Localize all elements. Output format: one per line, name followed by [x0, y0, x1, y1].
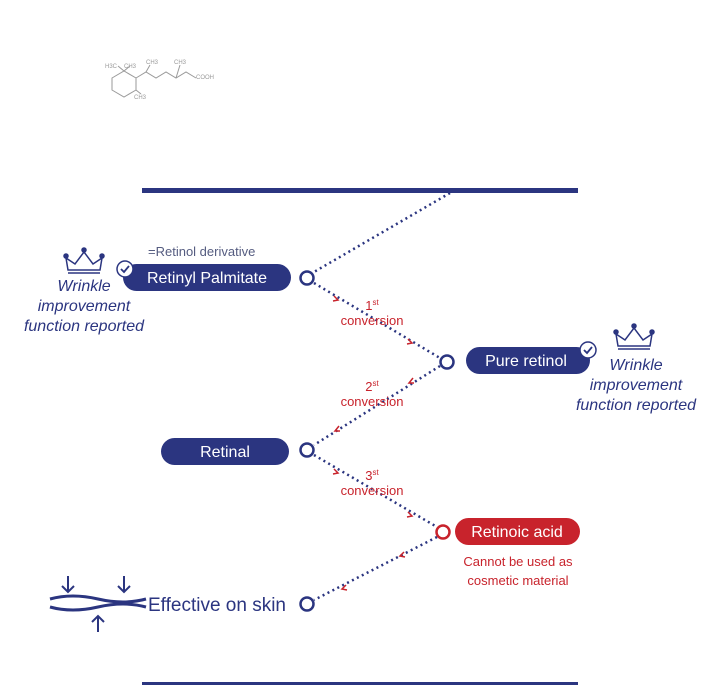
check-icon — [579, 341, 597, 359]
conversion-arrows — [332, 295, 414, 591]
dotted-connectors — [313, 191, 451, 602]
retinal-pill — [161, 438, 289, 465]
node-dot — [299, 442, 315, 458]
molecule-label: COOH — [196, 75, 214, 81]
arrow-down-icon — [117, 576, 131, 594]
retinyl-palmitate-pill — [123, 264, 291, 291]
retinoic-acid-note-line2: cosmetic material — [467, 573, 568, 588]
conversion-3-word: conversion — [341, 483, 404, 498]
molecule-label: CH3 — [124, 64, 137, 70]
left-badge-line1: Wrinkle — [57, 278, 110, 295]
conversion-3-suffix: st — [373, 468, 380, 477]
crown-icon — [613, 323, 655, 350]
conversion-1-suffix: st — [373, 298, 380, 307]
right-badge-line3: function reported — [576, 397, 697, 414]
pure-retinol-label: Pure retinol — [485, 353, 567, 370]
top-rule — [142, 188, 578, 193]
node-dot — [435, 524, 451, 540]
molecule-label: H3C — [105, 64, 118, 70]
arrow-up-icon — [91, 614, 105, 632]
retinyl-palmitate-label: Retinyl Palmitate — [147, 270, 267, 287]
molecule-label: CH3 — [174, 60, 187, 66]
effective-on-skin-label: Effective on skin — [148, 595, 286, 616]
crown-icon — [63, 247, 105, 274]
node-dot — [439, 354, 455, 370]
arrow-down-icon — [61, 576, 75, 594]
node-dot — [299, 596, 315, 612]
molecule-structure-icon — [111, 64, 197, 98]
left-badge-line3: function reported — [24, 318, 145, 335]
conversion-1-word: conversion — [341, 313, 404, 328]
conversion-2-label: 2st — [365, 379, 379, 394]
left-badge-line2: improvement — [38, 298, 131, 315]
molecule-label: CH3 — [134, 95, 147, 101]
skin-waves-icon — [49, 594, 147, 612]
retinoic-acid-label: Retinoic acid — [471, 524, 563, 541]
retinal-label: Retinal — [200, 444, 250, 461]
check-icon — [116, 260, 134, 278]
conversion-3-label: 3st — [365, 468, 379, 483]
conversion-1-number: 1 — [365, 298, 372, 313]
node-circles — [299, 270, 455, 612]
conversion-2-suffix: st — [373, 379, 380, 388]
molecule-label: CH3 — [146, 60, 159, 66]
retinoic-acid-pill — [455, 518, 580, 545]
bottom-rule — [142, 682, 578, 685]
right-badge-line1: Wrinkle — [609, 357, 662, 374]
node-dot — [299, 270, 315, 286]
retinol-derivative-note: =Retinol derivative — [148, 244, 255, 259]
conversion-2-word: conversion — [341, 394, 404, 409]
right-badge-line2: improvement — [590, 377, 683, 394]
conversion-1-label: 1st — [365, 298, 379, 313]
conversion-3-number: 3 — [365, 468, 372, 483]
conversion-2-number: 2 — [365, 379, 372, 394]
pure-retinol-pill — [466, 347, 590, 374]
retinoic-acid-note-line1: Cannot be used as — [463, 554, 573, 569]
